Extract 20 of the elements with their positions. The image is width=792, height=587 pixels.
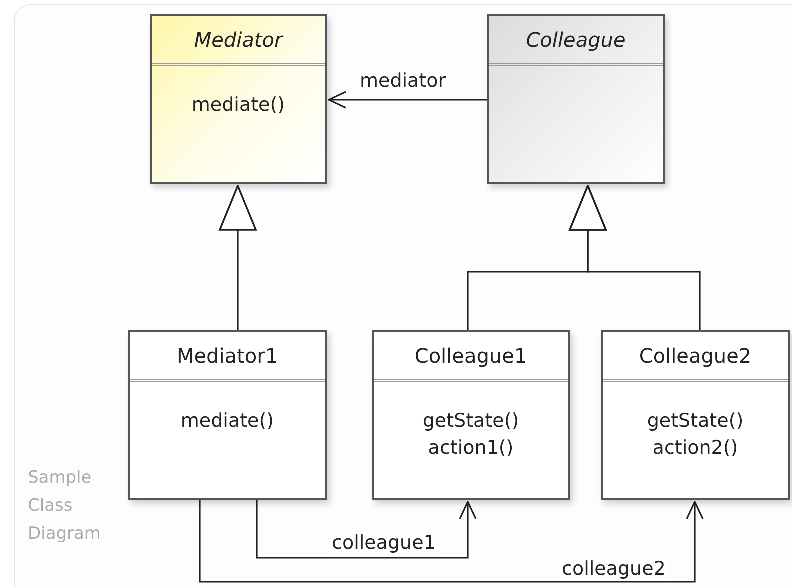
class-box: [601, 330, 790, 500]
association-arrow: [256, 500, 477, 559]
method-list: mediate(): [180, 408, 274, 435]
class-name: Colleague1: [414, 344, 528, 368]
class-name: Mediator1: [176, 344, 278, 368]
class-name: Mediator: [194, 28, 283, 52]
inheritance-arrow: [219, 185, 257, 330]
method-list: mediate(): [192, 92, 286, 119]
class-name: Colleague2: [639, 344, 752, 368]
class-box: [487, 14, 665, 184]
method-list: getState() action1(): [411, 408, 531, 462]
association-arrow: [328, 91, 487, 109]
class-name: Colleague: [526, 28, 626, 52]
caption-text: Sample Class Diagram: [28, 467, 102, 546]
inheritance-arrow: [569, 185, 701, 330]
method-list: getState() action2(): [636, 408, 756, 462]
association-arrow: [199, 500, 704, 583]
class-box: [372, 330, 570, 500]
class-box: [150, 14, 327, 184]
class-box: [128, 330, 327, 500]
